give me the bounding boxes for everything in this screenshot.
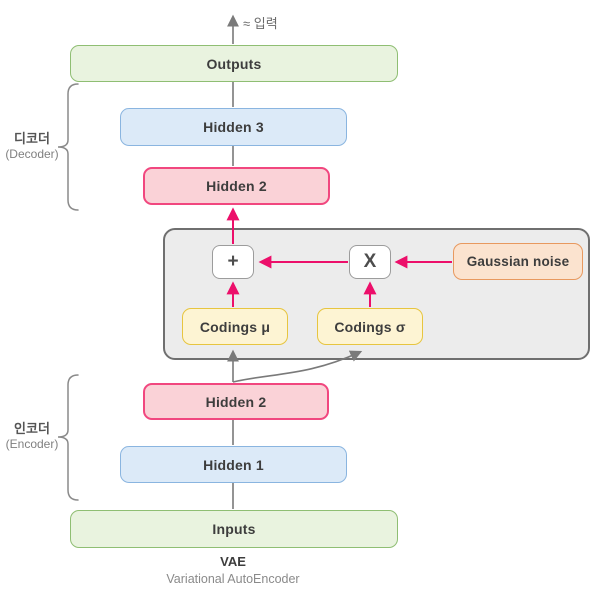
encoder-label: 인코더 (Encoder) [0, 421, 64, 452]
caption-subtitle: Variational AutoEncoder [166, 571, 300, 586]
multiply-operator-box: X [349, 245, 391, 279]
inputs-box: Inputs [70, 510, 398, 548]
decoder-label-en: (Decoder) [5, 147, 59, 162]
caption-title: VAE [220, 554, 246, 569]
approx-input-label: ≈ 입력 [243, 16, 278, 31]
encoder-label-en: (Encoder) [5, 437, 59, 452]
decoder-label-ko: 디코더 [14, 131, 50, 146]
decoder-brace [57, 83, 79, 211]
codings-mu-box: Codings μ [182, 308, 288, 345]
hidden1-box: Hidden 1 [120, 446, 347, 483]
hidden2-encoder-box: Hidden 2 [143, 383, 329, 420]
outputs-box: Outputs [70, 45, 398, 82]
hidden3-box: Hidden 3 [120, 108, 347, 146]
hidden2-decoder-box: Hidden 2 [143, 167, 330, 205]
gaussian-noise-box: Gaussian noise [453, 243, 583, 280]
decoder-label: 디코더 (Decoder) [0, 131, 64, 162]
encoder-brace [57, 374, 79, 501]
caption: VAE Variational AutoEncoder [113, 554, 353, 587]
codings-sigma-box: Codings σ [317, 308, 423, 345]
arrow-hidden2enc-to-sigma [232, 350, 363, 383]
plus-operator-box: + [212, 245, 254, 279]
encoder-label-ko: 인코더 [14, 421, 50, 436]
